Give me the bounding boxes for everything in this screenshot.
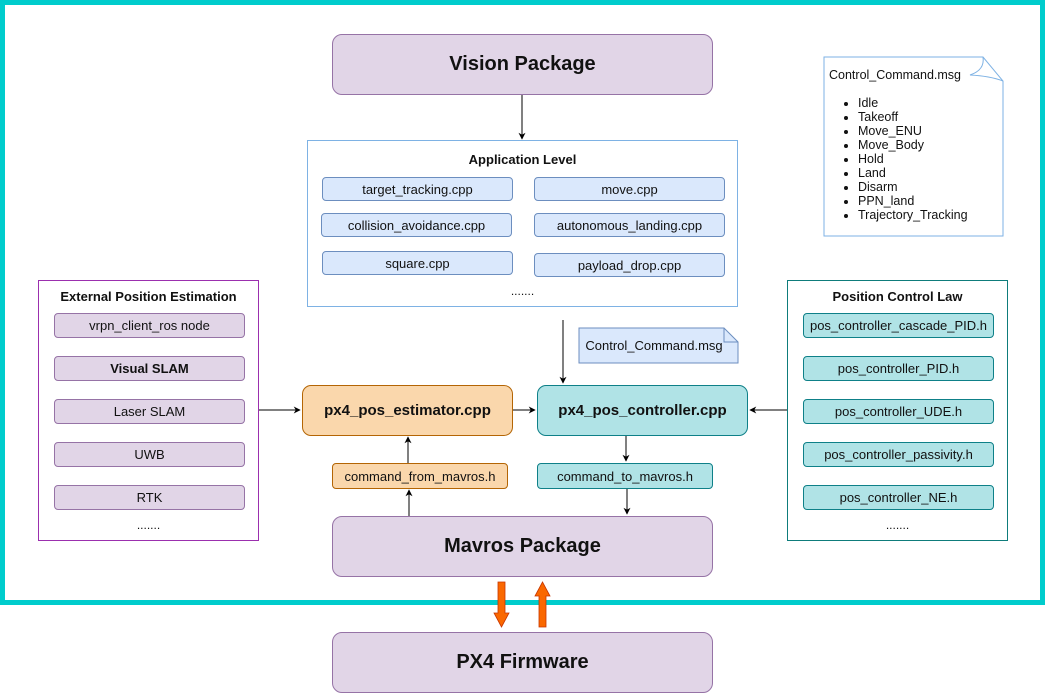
msg-item: Move_ENU xyxy=(858,124,968,138)
command-to-mavros-node[interactable]: command_to_mavros.h xyxy=(537,463,713,489)
control-command-doc[interactable]: Control_Command.msg Idle Takeoff Move_EN… xyxy=(824,57,1003,236)
msg-item: Hold xyxy=(858,152,968,166)
application-level-more: ....... xyxy=(510,284,535,298)
mavros-package-node[interactable]: Mavros Package xyxy=(332,516,713,577)
app-item-payload-drop[interactable]: payload_drop.cpp xyxy=(534,253,725,277)
ctl-item-passivity[interactable]: pos_controller_passivity.h xyxy=(803,442,994,467)
ctl-item-ne[interactable]: pos_controller_NE.h xyxy=(803,485,994,510)
msg-item: Land xyxy=(858,166,968,180)
position-control-law-more: ....... xyxy=(885,518,910,532)
control-command-note[interactable]: Control_Command.msg xyxy=(579,328,729,363)
msg-item: Move_Body xyxy=(858,138,968,152)
mavros-package-label: Mavros Package xyxy=(444,535,601,557)
ext-item-vrpn-client-ros-node[interactable]: vrpn_client_ros node xyxy=(54,313,245,338)
app-item-label: autonomous_landing.cpp xyxy=(556,217,703,233)
ext-item-label: UWB xyxy=(134,447,165,462)
ext-item-label: Laser SLAM xyxy=(113,404,186,419)
msg-item: Takeoff xyxy=(858,110,968,124)
vision-package-label: Vision Package xyxy=(449,53,596,75)
app-item-target-tracking[interactable]: target_tracking.cpp xyxy=(322,177,513,201)
app-item-move[interactable]: move.cpp xyxy=(534,177,725,201)
px4-pos-estimator-node[interactable]: px4_pos_estimator.cpp xyxy=(302,385,513,436)
px4-pos-estimator-label: px4_pos_estimator.cpp xyxy=(324,402,491,419)
app-item-label: square.cpp xyxy=(385,255,450,271)
position-control-law-title: Position Control Law xyxy=(832,289,963,304)
app-item-label: move.cpp xyxy=(601,181,658,197)
application-level-title: Application Level xyxy=(468,152,577,167)
msg-item: Idle xyxy=(858,96,968,110)
control-command-doc-list: Idle Takeoff Move_ENU Move_Body Hold Lan… xyxy=(824,96,968,222)
ctl-item-label: pos_controller_PID.h xyxy=(837,361,960,376)
px4-firmware-label: PX4 Firmware xyxy=(456,651,589,673)
ctl-item-ude[interactable]: pos_controller_UDE.h xyxy=(803,399,994,424)
ext-item-visual-slam[interactable]: Visual SLAM xyxy=(54,356,245,381)
ctl-item-label: pos_controller_NE.h xyxy=(839,490,958,505)
ext-item-rtk[interactable]: RTK xyxy=(54,485,245,510)
px4-firmware-node[interactable]: PX4 Firmware xyxy=(332,632,713,693)
ext-item-laser-slam[interactable]: Laser SLAM xyxy=(54,399,245,424)
ext-item-label: Visual SLAM xyxy=(110,361,189,376)
app-item-label: collision_avoidance.cpp xyxy=(347,217,486,233)
ctl-item-pid[interactable]: pos_controller_PID.h xyxy=(803,356,994,381)
ctl-item-label: pos_controller_UDE.h xyxy=(834,404,963,419)
ros-boundary-frame xyxy=(0,0,1045,605)
app-item-collision-avoidance[interactable]: collision_avoidance.cpp xyxy=(321,213,512,237)
ctl-item-cascade-pid[interactable]: pos_controller_cascade_PID.h xyxy=(803,313,994,338)
px4-pos-controller-node[interactable]: px4_pos_controller.cpp xyxy=(537,385,748,436)
control-command-doc-title: Control_Command.msg xyxy=(829,68,961,82)
command-from-mavros-label: command_from_mavros.h xyxy=(344,468,496,484)
app-item-autonomous-landing[interactable]: autonomous_landing.cpp xyxy=(534,213,725,237)
msg-item: Trajectory_Tracking xyxy=(858,208,968,222)
msg-item: Disarm xyxy=(858,180,968,194)
app-item-label: target_tracking.cpp xyxy=(362,181,473,197)
app-item-label: payload_drop.cpp xyxy=(577,257,682,273)
ext-item-label: vrpn_client_ros node xyxy=(89,318,210,333)
command-to-mavros-label: command_to_mavros.h xyxy=(557,468,693,484)
external-position-estimation-title: External Position Estimation xyxy=(60,289,237,304)
ctl-item-label: pos_controller_passivity.h xyxy=(824,447,973,462)
px4-pos-controller-label: px4_pos_controller.cpp xyxy=(558,402,727,419)
vision-package-node[interactable]: Vision Package xyxy=(332,34,713,95)
msg-item: PPN_land xyxy=(858,194,968,208)
app-item-square[interactable]: square.cpp xyxy=(322,251,513,275)
ext-item-label: RTK xyxy=(136,490,163,505)
control-command-note-label: Control_Command.msg xyxy=(585,338,723,353)
ext-item-uwb[interactable]: UWB xyxy=(54,442,245,467)
ctl-item-label: pos_controller_cascade_PID.h xyxy=(809,318,988,333)
command-from-mavros-node[interactable]: command_from_mavros.h xyxy=(332,463,508,489)
external-position-estimation-more: ....... xyxy=(136,518,161,532)
